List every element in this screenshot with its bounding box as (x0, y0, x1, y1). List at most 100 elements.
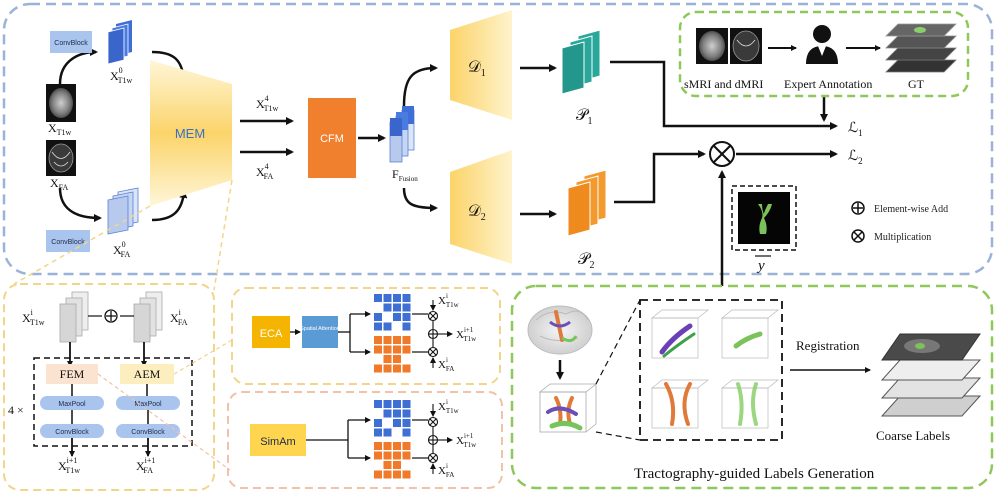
feature-grid-cell (393, 355, 401, 363)
feature-grid-cell (374, 322, 382, 331)
d1-label: 𝒟1 (468, 59, 486, 79)
fem-blue-feature-grid (374, 400, 411, 437)
feature-grid-cell (374, 313, 382, 321)
gt-volume (885, 23, 957, 73)
bundle-green-1 (721, 309, 779, 359)
convblock-left (40, 424, 104, 438)
feature-grid-cell (374, 428, 382, 437)
fa-input-image (46, 140, 76, 176)
feature-grid-cell (374, 336, 382, 344)
feature-grid-cell (402, 409, 411, 418)
spatial-attention-block (302, 316, 338, 348)
simam-label: SimAm (260, 436, 295, 448)
aem-block-label: AEM (134, 367, 161, 381)
mem-in-fa-stack (133, 291, 163, 343)
p1-label: 𝒫1 (576, 107, 593, 127)
feature-grid-cell (402, 364, 411, 373)
decoder-2 (450, 150, 512, 264)
feature-grid-cell (393, 364, 401, 373)
eca-label: ECA (260, 328, 283, 340)
feature-grid-cell (383, 294, 392, 302)
coarse-labels-label: Coarse Labels (876, 428, 950, 443)
repeat-count-label: 4 × (8, 403, 24, 417)
tractography-panel (510, 284, 994, 490)
aem-block (120, 364, 174, 384)
tract-bundles-grid (639, 299, 783, 441)
coarse-label-shape (758, 204, 772, 234)
registration-label: Registration (796, 338, 860, 353)
feature-grid-cell (402, 345, 411, 354)
coarse-labels-stack (880, 333, 982, 417)
p2-label: 𝒫2 (578, 251, 595, 271)
feature-grid-cell (393, 400, 401, 408)
aem-detail-panel (231, 287, 501, 385)
loss-2-label: ℒ2 (848, 149, 863, 166)
feature-grid-cell (383, 428, 392, 437)
feature-stack-t1w-0 (107, 20, 132, 65)
mri-label: sMRI and dMRI (684, 77, 763, 91)
fem-multiply-node-bottom (427, 452, 439, 464)
feature-grid-cell (383, 322, 392, 331)
feature-grid-cell (402, 294, 411, 302)
aem-add-node (427, 328, 439, 340)
legend-multiply (851, 229, 865, 243)
convblock-right (116, 424, 180, 438)
x-t1w-label: XT1w (48, 121, 72, 137)
feature-grid-cell (393, 303, 401, 312)
feature-grid-cell (402, 322, 411, 331)
tract-bundle-box (538, 383, 598, 433)
feature-grid-cell (402, 419, 411, 427)
bundle-green-2 (721, 379, 779, 429)
aem-multiply-node-top (427, 310, 439, 322)
multiply-node (709, 141, 735, 167)
expert-annotation-label: Expert Annotation (784, 77, 872, 91)
t1w-input-image (46, 84, 76, 122)
feature-grid-cell (393, 294, 401, 302)
feature-grid-cell (383, 345, 392, 354)
prediction-p1-stack (561, 29, 601, 95)
feature-stack-fa-0 (107, 187, 139, 235)
feature-grid-cell (383, 355, 392, 363)
feature-grid-cell (402, 400, 411, 408)
maxpool-right (116, 396, 180, 410)
feature-grid-cell (402, 303, 411, 312)
feature-grid-cell (374, 442, 382, 450)
aem-blue-feature-grid (374, 294, 411, 331)
convblock-left-label: ConvBlock (55, 429, 89, 436)
ybar-label: y (756, 258, 765, 274)
feature-grid-cell (374, 419, 382, 427)
feature-grid-cell (393, 313, 401, 321)
spatial-attention-label: Spatial Attention (300, 326, 340, 332)
feature-grid-cell (393, 470, 401, 479)
loss-1-label: ℒ1 (848, 121, 863, 138)
feature-grid-cell (383, 303, 392, 312)
fem-orange-feature-grid (374, 442, 411, 479)
feature-grid-cell (383, 336, 392, 344)
fusion-feature-stack (389, 106, 415, 163)
feature-grid-cell (393, 419, 401, 427)
feature-grid-cell (383, 364, 392, 373)
brain-3d-icon (527, 305, 593, 355)
fem-block-label: FEM (60, 367, 85, 381)
legend-add (851, 201, 865, 215)
feature-grid-cell (383, 461, 392, 469)
feature-grid-cell (402, 428, 411, 437)
feature-grid-cell (393, 409, 401, 418)
feature-grid-cell (402, 470, 411, 479)
bundle-purple (651, 309, 709, 359)
aem-orange-feature-grid (374, 336, 411, 373)
feature-grid-cell (383, 409, 392, 418)
prediction-p2-stack (567, 169, 607, 237)
convblock-top-label: ConvBlock (54, 40, 88, 47)
feature-grid-cell (402, 451, 411, 460)
feature-grid-cell (383, 400, 392, 408)
